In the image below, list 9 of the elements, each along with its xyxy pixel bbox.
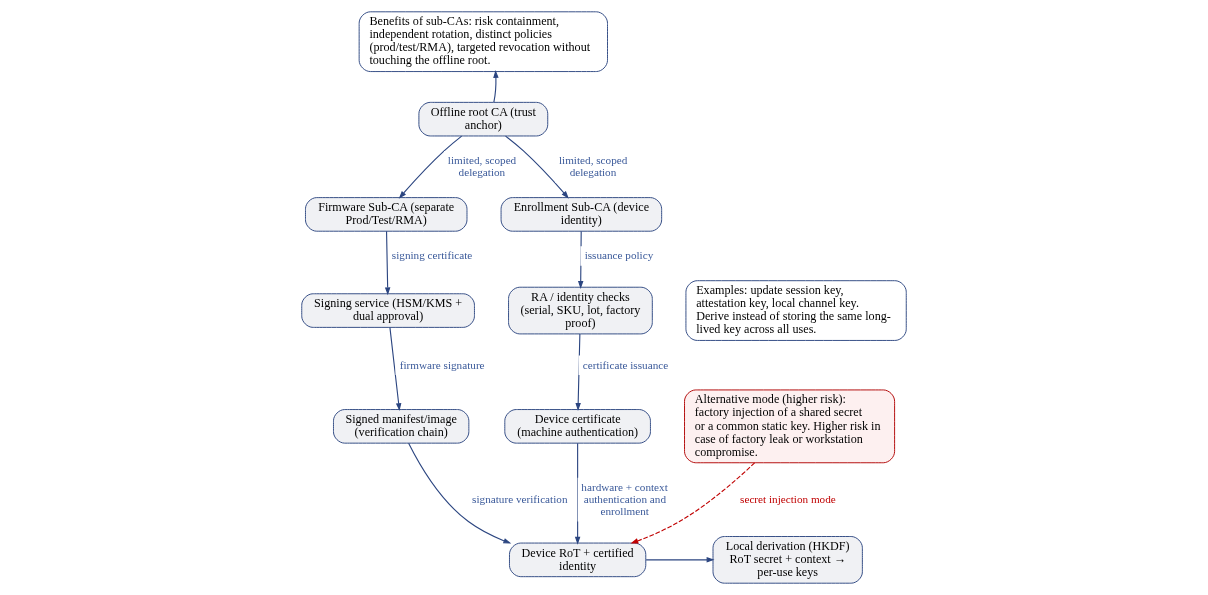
edge-label: certificate issuance — [582, 358, 669, 371]
edge-label: hardware + context authentication and enrollment — [581, 480, 668, 518]
edge-label: issuance policy — [584, 249, 654, 262]
edge-label: firmware signature — [399, 358, 485, 371]
edge-label: signing certificate — [391, 249, 473, 262]
edge-label: signature verification — [472, 492, 568, 505]
edge-label: limited, scoped delegation — [447, 153, 517, 178]
edge-label: secret injection mode — [740, 492, 836, 505]
edge-label: limited, scoped delegation — [558, 153, 628, 178]
